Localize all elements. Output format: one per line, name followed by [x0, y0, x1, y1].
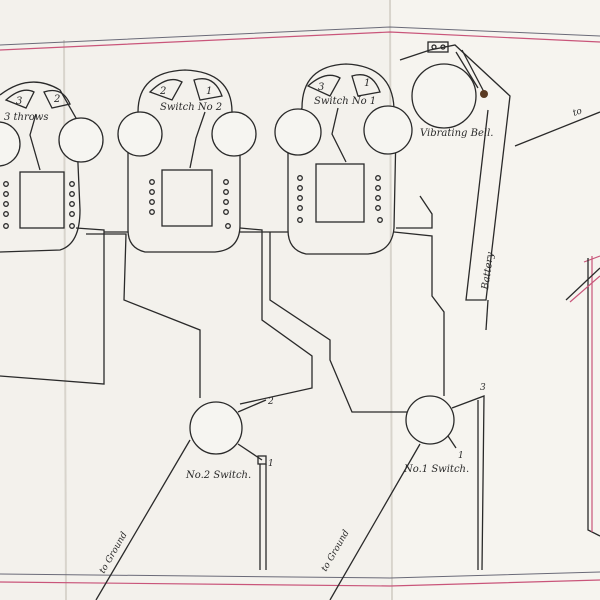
switch1-contacts [297, 175, 383, 223]
bell-terminal-a [431, 44, 437, 50]
bell-label: Vibrating Bell. [420, 128, 493, 139]
battery-wire: Battery [480, 251, 496, 331]
no2-switch-terminal-2: 2 [267, 397, 274, 407]
switch2-terminal-1: 1 [206, 86, 212, 97]
switch1-inner-plate [315, 163, 365, 223]
switch2-terminal-2: 2 [159, 86, 166, 97]
switch2-right-coil [211, 111, 257, 157]
bell-terminal-b [440, 44, 446, 50]
switch2-inner-plate [161, 169, 213, 227]
no1-switch: 3 1 No.1 Switch. [403, 383, 486, 571]
switch1-terminal-1: 1 [364, 78, 370, 89]
switch2-box-title: Switch No 2 [160, 102, 222, 113]
bell-hammer [480, 90, 488, 98]
no2-switch-terminal-1: 1 [268, 459, 274, 469]
switch1-box-title: Switch No 1 [314, 96, 376, 107]
battery-label: Battery [480, 251, 496, 291]
fold-line-center [389, 0, 393, 600]
switch1-left-coil [274, 108, 322, 156]
throws-contacts [3, 181, 75, 229]
switch2-contacts [149, 179, 231, 229]
no1-switch-disc [405, 395, 455, 445]
no2-switch: 2 1 No.2 Switch. [185, 397, 274, 570]
bottom-border-rules [0, 571, 600, 587]
right-panel-lines: to [514, 106, 600, 537]
throws-inner-plate [19, 171, 65, 229]
switch-box-no2: 2 1 Switch No 2 [117, 69, 257, 253]
switch1-right-coil [363, 105, 413, 155]
throws-box-title: 3 throws [4, 112, 49, 123]
switch2-left-coil [117, 111, 163, 157]
throws-switch-box: 3 2 3 throws [0, 81, 104, 253]
no2-switch-contact [257, 455, 267, 465]
top-border-rules [0, 26, 600, 51]
no1-switch-terminal-1: 1 [458, 451, 464, 461]
bell-gong [411, 63, 477, 129]
bell-terminal-block [427, 41, 449, 53]
wiring [0, 195, 445, 413]
throws-terminal-3: 3 [16, 96, 22, 107]
no2-switch-disc [189, 401, 243, 455]
right-partial-label: to [572, 106, 584, 119]
throws-left-coil [0, 121, 21, 167]
throws-right-coil [58, 117, 104, 163]
no1-switch-label: No.1 Switch. [403, 464, 469, 475]
switch-box-no1: 3 1 Switch No 1 [274, 63, 413, 255]
switch1-terminal-3: 3 [318, 82, 324, 93]
vibrating-bell: Vibrating Bell. [399, 41, 511, 301]
no2-switch-label: No.2 Switch. [185, 470, 251, 481]
throws-terminal-2: 2 [53, 94, 60, 105]
no1-switch-terminal-3: 3 [480, 383, 486, 393]
